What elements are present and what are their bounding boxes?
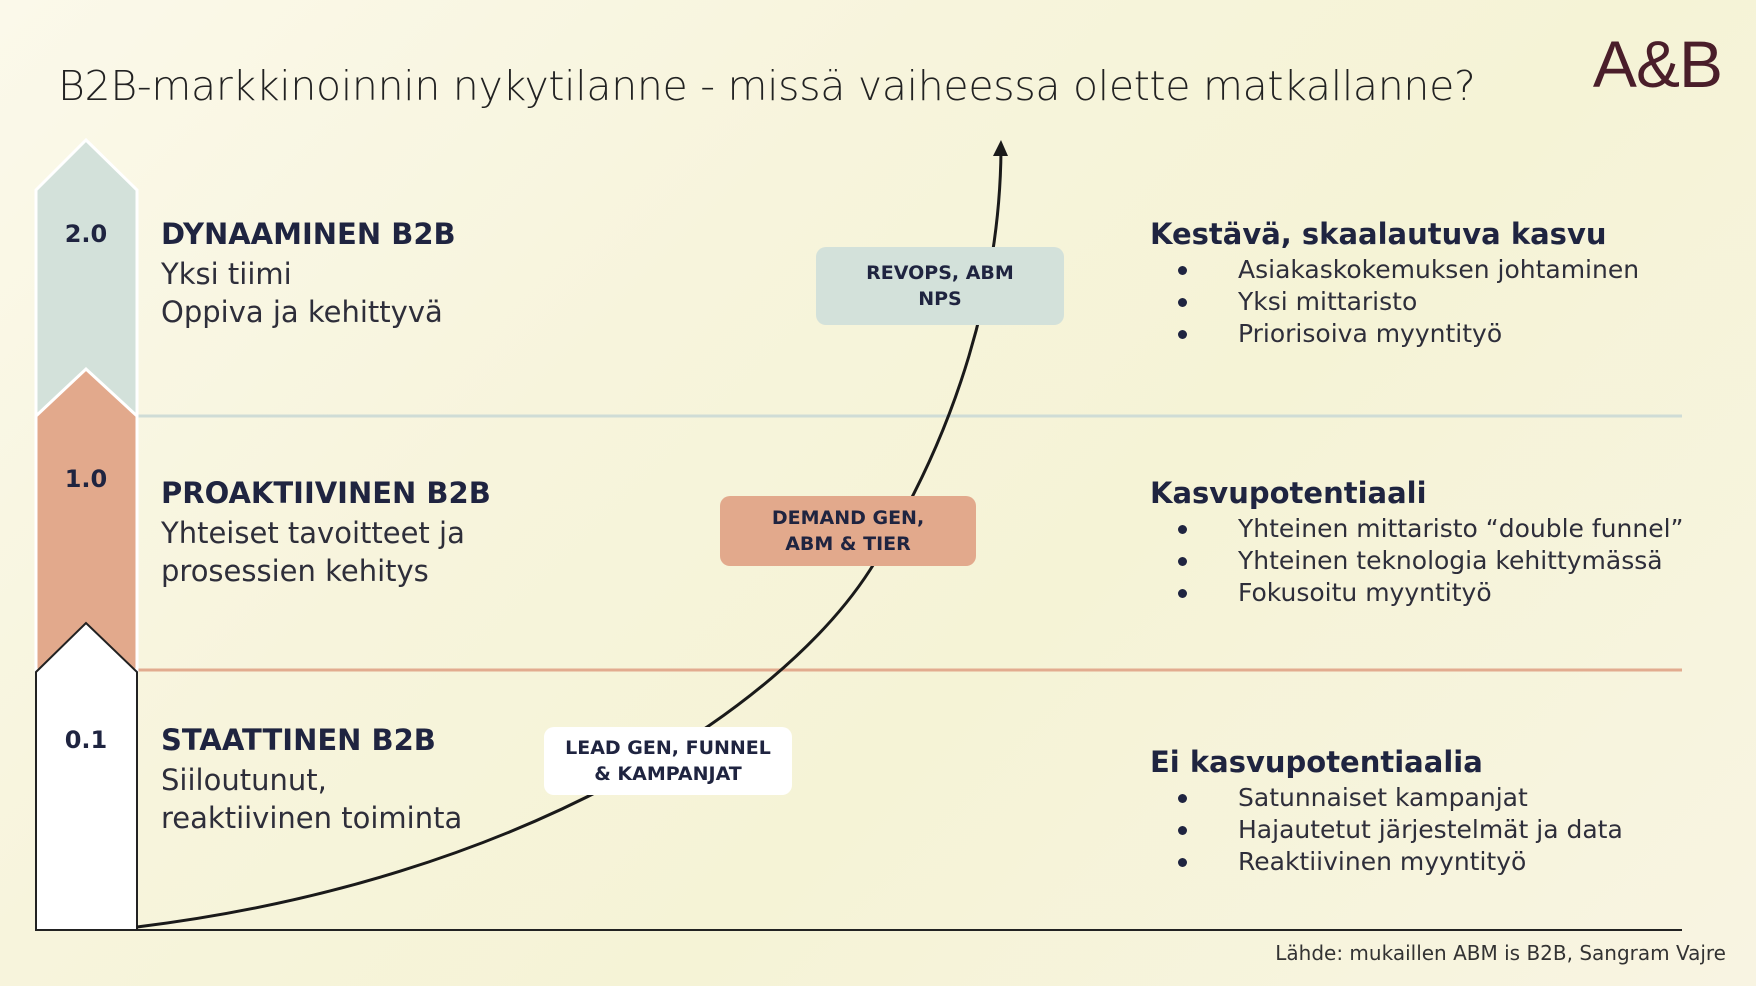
list-item-text: Asiakaskokemuksen johtaminen — [1238, 255, 1640, 284]
outcome-list-none: Satunnaiset kampanjat Hajautetut järjest… — [1150, 782, 1623, 878]
source-note: Lähde: mukaillen ABM is B2B, Sangram Vaj… — [1275, 941, 1726, 965]
outcome-list-potential: Yhteinen mittaristo “double funnel” Yhte… — [1150, 513, 1684, 609]
tag-lead-gen: LEAD GEN, FUNNEL & KAMPANJAT — [544, 727, 792, 795]
list-item: Satunnaiset kampanjat — [1150, 782, 1623, 814]
stage-desc-line: Yksi tiimi — [161, 257, 292, 291]
stage-desc-proactive: Yhteiset tavoitteet ja prosessien kehity… — [161, 514, 465, 590]
stage-desc-line: Oppiva ja kehittyvä — [161, 295, 443, 329]
stage-heading-static: STAATTINEN B2B — [161, 723, 436, 757]
list-item-text: Satunnaiset kampanjat — [1238, 783, 1528, 812]
list-item-text: Fokusoitu myyntityö — [1238, 578, 1492, 607]
stage-desc-line: Yhteiset tavoitteet ja — [161, 516, 465, 550]
stage-block-low — [35, 621, 138, 931]
growth-curve-arrowhead — [993, 140, 1008, 156]
bullet-icon — [1178, 826, 1187, 835]
bullet-icon — [1178, 330, 1187, 339]
list-item-text: Yhteinen teknologia kehittymässä — [1238, 546, 1663, 575]
bullet-icon — [1178, 589, 1187, 598]
list-item: Hajautetut järjestelmät ja data — [1150, 814, 1623, 846]
list-item: Yhteinen mittaristo “double funnel” — [1150, 513, 1684, 545]
stage-block-top — [34, 137, 139, 418]
stage-level-static: 0.1 — [64, 726, 108, 754]
stage-desc-line: Siiloutunut, — [161, 763, 327, 797]
stage-desc-static: Siiloutunut, reaktiivinen toiminta — [161, 761, 462, 837]
list-item-text: Yhteinen mittaristo “double funnel” — [1238, 514, 1684, 543]
stage-heading-proactive: PROAKTIIVINEN B2B — [161, 476, 491, 510]
list-item: Priorisoiva myyntityö — [1150, 318, 1639, 350]
list-item: Fokusoitu myyntityö — [1150, 577, 1684, 609]
outcome-heading-none: Ei kasvupotentiaalia — [1150, 745, 1483, 779]
list-item: Reaktiivinen myyntityö — [1150, 846, 1623, 878]
tag-line: NPS — [918, 288, 962, 310]
list-item-text: Hajautetut järjestelmät ja data — [1238, 815, 1623, 844]
tag-line: LEAD GEN, FUNNEL — [565, 737, 771, 759]
tag-line: & KAMPANJAT — [594, 763, 742, 785]
stage-desc-line: prosessien kehitys — [161, 554, 429, 588]
stage-level-dynamic: 2.0 — [64, 220, 108, 248]
stage-desc-line: reaktiivinen toiminta — [161, 801, 463, 835]
outcome-heading-potential: Kasvupotentiaali — [1150, 476, 1427, 510]
list-item-text: Priorisoiva myyntityö — [1238, 319, 1503, 348]
stage-level-proactive: 1.0 — [64, 465, 108, 493]
tag-line: ABM & TIER — [785, 533, 911, 555]
bullet-icon — [1178, 557, 1187, 566]
stage-block-mid — [34, 366, 139, 672]
tag-line: DEMAND GEN, — [771, 507, 925, 529]
outcome-heading-sustainable: Kestävä, skaalautuva kasvu — [1150, 217, 1607, 251]
list-item-text: Yksi mittaristo — [1238, 287, 1418, 316]
tag-demand-gen: DEMAND GEN, ABM & TIER — [720, 496, 976, 566]
bullet-icon — [1178, 525, 1187, 534]
bullet-icon — [1178, 266, 1187, 275]
list-item-text: Reaktiivinen myyntityö — [1238, 847, 1527, 876]
tag-line: REVOPS, ABM — [866, 262, 1014, 284]
stage-desc-dynamic: Yksi tiimi Oppiva ja kehittyvä — [161, 255, 443, 331]
page-title: B2B-markkinoinnin nykytilanne - missä va… — [58, 62, 1476, 110]
outcome-list-sustainable: Asiakaskokemuksen johtaminen Yksi mittar… — [1150, 254, 1639, 350]
list-item: Asiakaskokemuksen johtaminen — [1150, 254, 1639, 286]
tag-revops: REVOPS, ABM NPS — [816, 247, 1064, 325]
bullet-icon — [1178, 858, 1187, 867]
stage-heading-dynamic: DYNAAMINEN B2B — [161, 217, 456, 251]
bullet-icon — [1178, 794, 1187, 803]
brand-logo: A&B — [1592, 27, 1723, 101]
bullet-icon — [1178, 298, 1187, 307]
list-item: Yksi mittaristo — [1150, 286, 1639, 318]
list-item: Yhteinen teknologia kehittymässä — [1150, 545, 1684, 577]
